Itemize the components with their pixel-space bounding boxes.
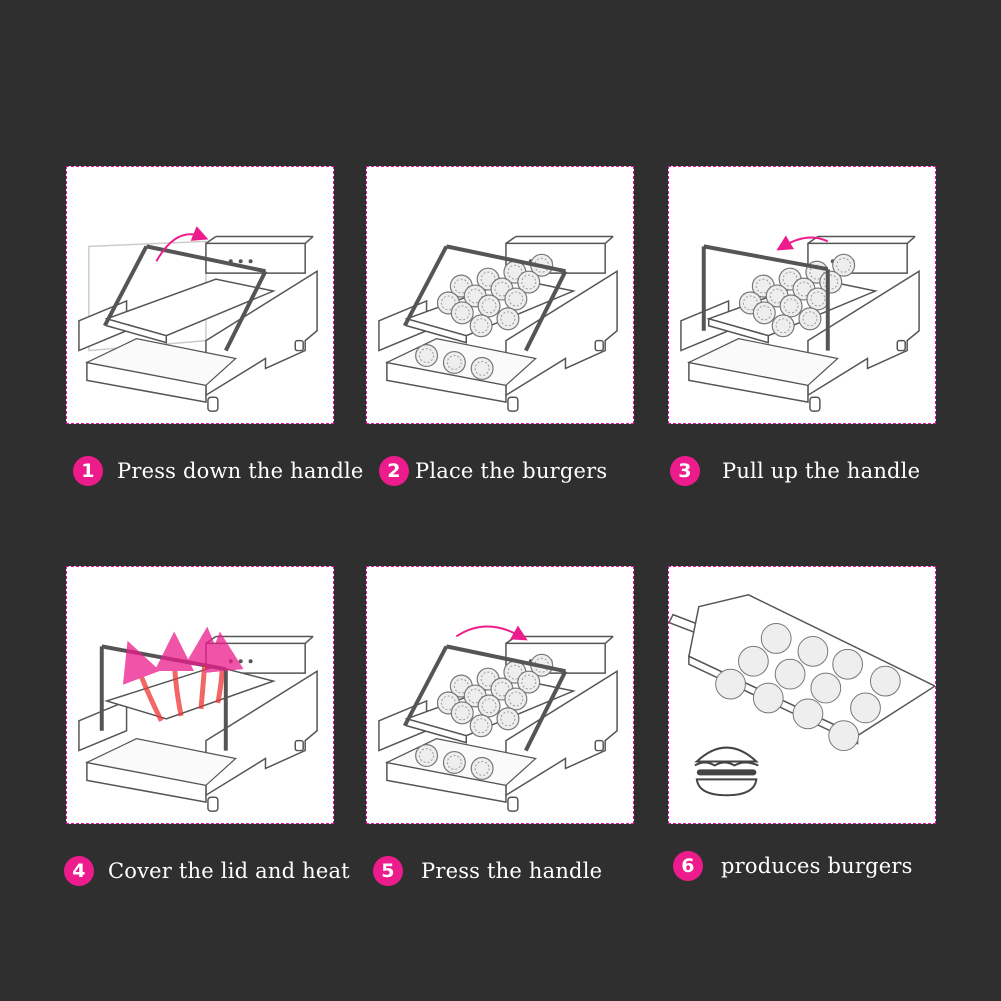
step-label: Press the handle xyxy=(421,859,603,883)
step-2-illustration xyxy=(366,166,634,424)
toaster-press-handle-icon xyxy=(378,625,618,812)
step-number-badge: 6 xyxy=(673,851,703,881)
step-label: Cover the lid and heat xyxy=(108,859,350,883)
step-6-illustration xyxy=(668,566,936,824)
step-label: Press down the handle xyxy=(117,459,364,483)
toaster-handle-down-icon xyxy=(78,226,318,412)
step-4-illustration xyxy=(66,566,334,824)
toaster-handle-up-icon xyxy=(680,235,920,412)
step-1-illustration xyxy=(66,166,334,424)
step-number-badge: 1 xyxy=(73,456,103,486)
step-4-caption: 4 Cover the lid and heat xyxy=(64,851,350,891)
step-label: produces burgers xyxy=(721,854,913,878)
step-5-caption: 5 Press the handle xyxy=(373,851,602,891)
step-number-badge: 3 xyxy=(670,456,700,486)
step-6-caption: 6 produces burgers xyxy=(673,846,913,886)
step-5-illustration xyxy=(366,566,634,824)
step-label: Place the burgers xyxy=(415,459,608,483)
toaster-buns-placed-icon xyxy=(378,235,618,412)
step-number-badge: 5 xyxy=(373,856,403,886)
step-3-caption: 3 Pull up the handle xyxy=(670,451,920,491)
step-label: Pull up the handle xyxy=(722,459,921,483)
step-2-caption: 2 Place the burgers xyxy=(379,451,607,491)
step-3-illustration xyxy=(668,166,936,424)
toaster-heating-icon xyxy=(78,626,318,812)
step-number-badge: 2 xyxy=(379,456,409,486)
step-number-badge: 4 xyxy=(64,856,94,886)
burger-tray-icon xyxy=(669,593,935,797)
step-1-caption: 1 Press down the handle xyxy=(73,451,364,491)
